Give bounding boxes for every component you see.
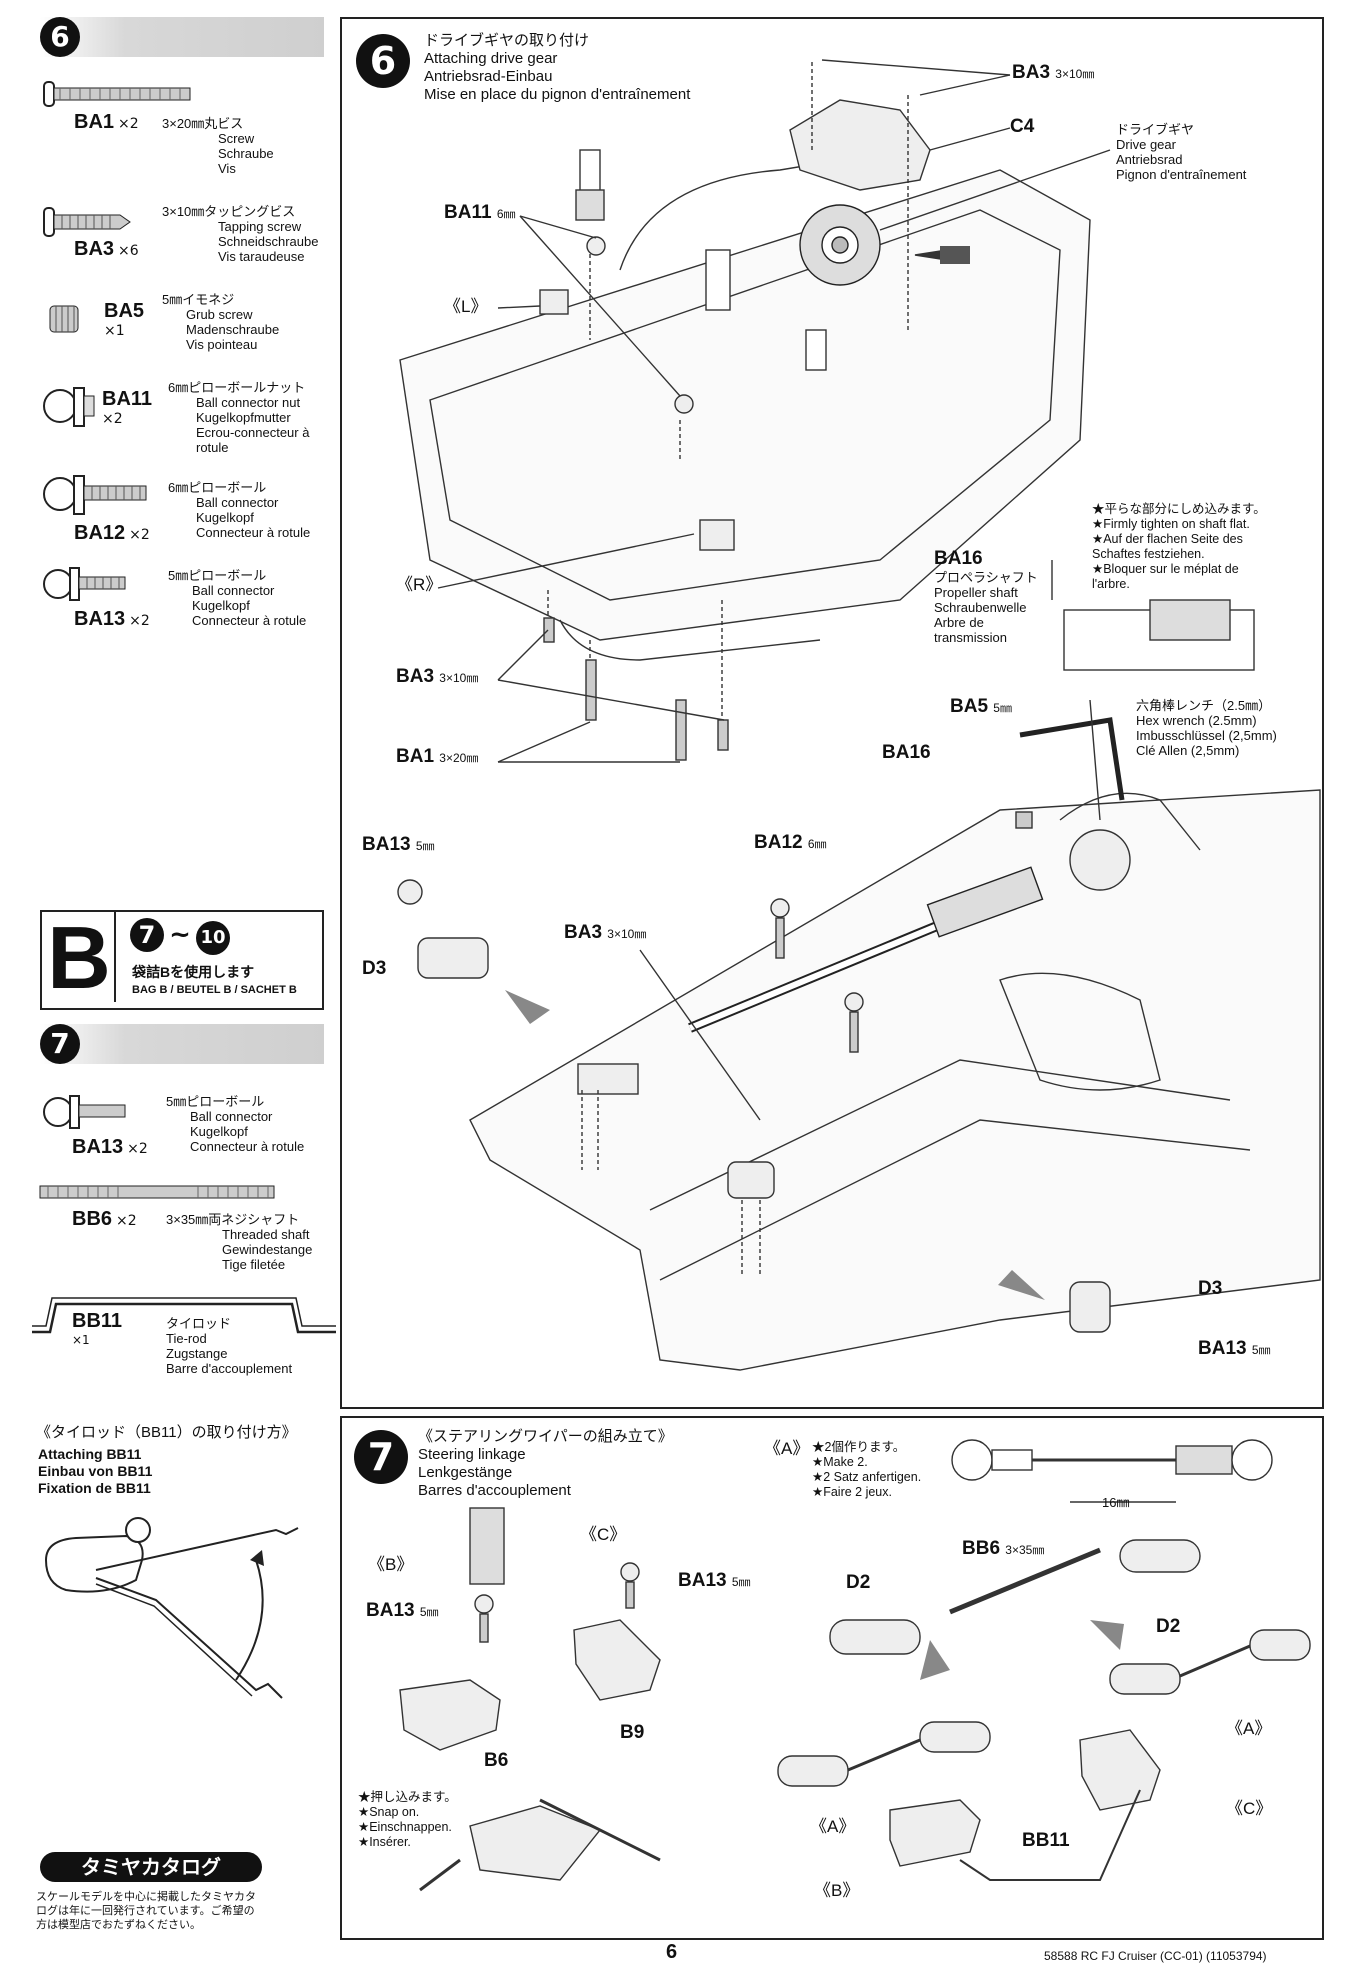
part-code: BA13 (72, 1136, 124, 1158)
tapping-screw-icon (43, 207, 131, 237)
ba16-label: BA16 (882, 742, 931, 763)
c4-label: C4 (1010, 116, 1035, 137)
step6-parts-number: 6 (40, 17, 80, 57)
tighten-tip: ★平らな部分にしめ込みます。★Firmly tighten on shaft f… (1092, 502, 1266, 591)
bb11-howto-drawing (44, 1517, 299, 1699)
a-notes: ★2個作ります。★Make 2.★2 Satz anfertigen.★Fair… (812, 1440, 922, 1499)
part-qty: ×2 (129, 613, 150, 629)
ba1-label: BA1 3×20㎜ (396, 746, 479, 767)
step7-parts-header (40, 1024, 324, 1064)
bag-line2: BAG B / BEUTEL B / SACHET B (132, 984, 297, 996)
hex-wrench-label: 六角棒レンチ（2.5㎜）Hex wrench (2.5mm)Imbusschlü… (1136, 698, 1277, 758)
d3-left-label: D3 (362, 958, 387, 979)
part-qty: ×1 (104, 323, 125, 339)
ba13-b-label: BA13 5㎜ (366, 1600, 439, 1621)
ba11-label: BA11 6㎜ (444, 202, 516, 223)
b-lower-mark: 《B》 (814, 1881, 860, 1900)
bb6-label: BB6 3×35㎜ (962, 1538, 1045, 1559)
a-mark: 《A》 (764, 1439, 810, 1458)
ba12-label: BA12 6㎜ (754, 832, 827, 853)
catalog-badge: タミヤカタログ (40, 1852, 262, 1882)
ba13-c-label: BA13 5㎜ (678, 1570, 751, 1591)
d2-left-label: D2 (846, 1572, 871, 1593)
step6-parts-header (40, 17, 324, 57)
bag-line1: 袋詰Bを使用します (132, 964, 255, 980)
ba13-right-label: BA13 5㎜ (1198, 1338, 1271, 1359)
screw-icon (43, 81, 191, 107)
part-qty: ×2 (118, 116, 139, 132)
footer-ref: 58588 RC FJ Cruiser (CC-01) (11053794) (1044, 1949, 1267, 1963)
ball-connector-nut-icon (43, 387, 95, 427)
step7-panel (340, 1416, 1324, 1940)
ball-connector-icon (43, 1095, 126, 1129)
catalog-text: スケールモデルを中心に掲載したタミヤカタログは年に一回発行されています。ご希望の… (36, 1891, 256, 1931)
part-code: BA1 (74, 111, 115, 133)
a-right-mark: 《A》 (1226, 1719, 1272, 1738)
ba16-propshaft-label: BA16 (934, 548, 983, 569)
bag-letter: B (44, 912, 116, 1004)
b9-label: B9 (620, 1722, 645, 1743)
step6-panel (340, 17, 1324, 1409)
d3-right-label: D3 (1198, 1278, 1223, 1299)
ba3-top-label: BA3 3×10㎜ (1012, 62, 1095, 83)
part-qty: ×2 (129, 527, 150, 543)
tie-rod-icon (32, 1297, 336, 1334)
ba3-mid-label: BA3 3×10㎜ (564, 922, 647, 943)
part-code: BB11 (72, 1310, 123, 1332)
part-code: BB6 (72, 1208, 113, 1230)
bb11-label: BB11 (1022, 1830, 1070, 1851)
b6-label: B6 (484, 1750, 509, 1771)
ba3-bottom-label: BA3 3×10㎜ (396, 666, 479, 687)
snap-on-note: ★押し込みます。★Snap on.★Einschnappen.★Insérer. (358, 1790, 457, 1849)
threaded-shaft-icon (39, 1185, 275, 1199)
part-qty: ×2 (127, 1141, 148, 1157)
part-code: BA11 (102, 388, 153, 410)
grub-screw-icon (49, 305, 79, 333)
part-qty: ×2 (116, 1213, 137, 1229)
ball-connector-icon (43, 567, 126, 601)
bag-range: 7 ~ 10 (130, 918, 230, 960)
ba13-left-label: BA13 5㎜ (362, 834, 435, 855)
d2-right-label: D2 (1156, 1616, 1181, 1637)
ball-connector-icon (43, 475, 147, 515)
step6-number: 6 (356, 34, 410, 88)
b-mark: 《B》 (368, 1555, 414, 1574)
ba5-label: BA5 5㎜ (950, 696, 1012, 717)
step7-number: 7 (354, 1430, 408, 1484)
part-qty: ×1 (72, 1333, 90, 1347)
c-mark: 《C》 (580, 1525, 627, 1544)
step7-parts-number: 7 (40, 1024, 80, 1064)
part-code: BA12 (74, 522, 126, 544)
dimension-16mm: 16㎜ (1102, 1495, 1130, 1510)
bag-b-box (40, 910, 324, 1010)
part-code: BA13 (74, 608, 126, 630)
c-right-mark: 《C》 (1226, 1799, 1273, 1818)
r-mark: 《R》 (396, 575, 443, 594)
page-number: 6 (666, 1941, 678, 1963)
part-qty: ×6 (118, 243, 139, 259)
l-mark: 《L》 (444, 297, 488, 316)
part-code: BA3 (74, 238, 115, 260)
a-lower-mark: 《A》 (810, 1817, 856, 1836)
bb11-howto-title: 《タイロッド（BB11）の取り付け方》 (36, 1424, 297, 1441)
part-qty: ×2 (102, 411, 123, 427)
part-code: BA5 (104, 300, 145, 322)
